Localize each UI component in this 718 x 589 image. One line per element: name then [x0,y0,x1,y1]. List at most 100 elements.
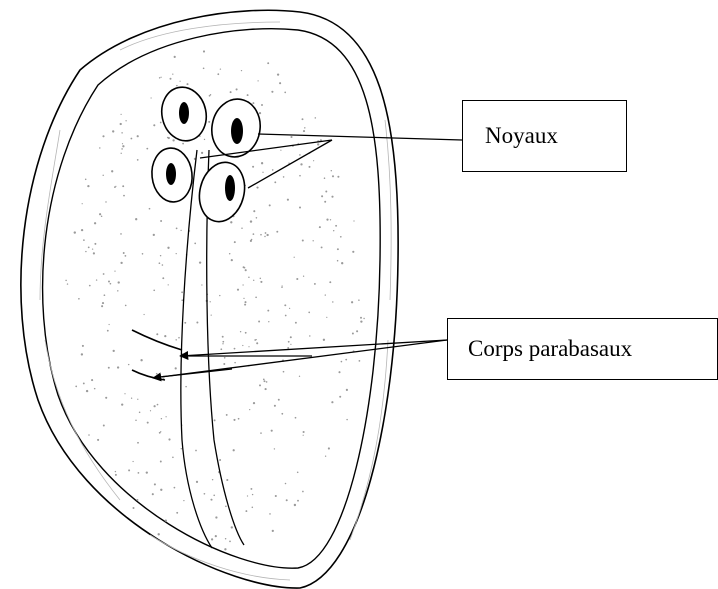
stipple-dot [352,251,354,253]
stipple-dot [172,457,174,459]
stipple-dot [260,281,262,283]
parabasal-body [132,330,182,350]
stipple-dot [125,255,127,257]
stipple-dot [360,317,362,319]
stipple-dot [181,299,183,301]
stipple-dot [184,322,186,324]
stipple-dot [162,264,164,266]
stipple-dot [122,145,124,147]
stipple-dot [231,259,233,261]
stipple-dot [244,301,246,303]
stipple-dot [279,82,281,84]
stipple-dot [136,499,138,501]
stipple-dot [337,176,339,178]
stipple-dot [92,248,93,249]
stipple-dot [285,483,287,485]
stipple-dot [208,121,210,123]
stipple-dot [276,231,278,233]
stipple-dot [341,262,343,264]
stipple-dot [283,176,285,178]
stipple-dot [128,469,130,471]
stipple-dot [183,500,184,501]
stipple-dot [154,483,156,485]
stipple-dot [94,388,96,390]
stipple-dot [107,330,109,332]
nuclei-cluster [149,83,264,226]
stipple-dot [234,362,236,364]
stipple-dot [82,203,83,204]
stipple-dot [203,50,205,52]
stipple-dot [244,304,246,306]
stipple-dot [233,419,235,421]
stipple-dot [226,414,228,416]
stipple-dot [122,143,123,144]
stipple-dot [153,124,155,126]
stipple-dot [267,310,269,312]
stipple-dot [172,139,174,141]
stipple-dot [245,269,247,271]
stipple-dot [272,530,274,532]
stipple-dot [352,333,354,335]
stipple-dot [230,221,232,223]
stipple-dot [234,241,236,243]
stipple-dot [135,218,137,220]
stipple-dot [290,136,292,138]
stipple-dot [272,169,274,171]
label-nuclei: Noyaux [462,100,627,172]
stipple-dot [117,290,118,291]
stipple-dot [124,393,125,394]
stipple-dot [289,308,290,309]
stipple-dot [132,461,133,462]
stipple-dot [170,78,172,80]
stipple-dot [138,472,140,474]
stipple-dot [283,371,285,373]
stipple-dot [330,219,331,220]
stipple-dot [250,220,252,222]
stipple-dot [102,135,104,137]
stipple-dot [137,399,138,400]
stipple-dot [74,231,76,233]
stipple-dot [237,289,239,291]
stipple-dot [120,233,122,235]
stipple-dot [65,280,67,282]
stipple-dot [102,175,103,176]
stipple-dot [226,479,228,481]
stipple-dot [147,422,149,424]
stipple-dot [211,315,212,316]
stipple-dot [210,499,212,501]
stipple-dot [81,353,83,355]
stipple-dot [331,196,333,198]
stipple-dot [103,425,105,427]
stipple-dot [265,232,267,234]
stipple-dot [224,548,226,550]
stipple-dot [345,359,347,361]
stipple-dot [220,348,222,350]
stipple-dot [96,279,97,280]
stipple-dot [321,195,323,197]
stipple-dot [252,507,254,509]
stipple-dot [295,322,297,324]
stipple-dot [102,302,104,304]
stipple-dot [252,166,254,168]
stipple-dot [326,219,328,221]
stipple-dot [259,112,261,114]
stipple-dot [123,195,125,197]
stipple-dot [277,73,279,75]
stipple-dot [195,450,197,452]
stipple-dot [325,456,326,457]
stipple-dot [302,239,304,241]
stipple-dot [261,162,263,164]
stipple-dot [153,234,155,236]
stipple-dot [88,246,90,248]
stipple-dot [254,339,256,341]
stipple-dot [97,439,99,441]
stipple-dot [94,222,96,224]
stipple-dot [156,373,158,375]
stipple-dot [140,359,142,361]
stipple-dot [341,361,343,363]
stipple-dot [83,382,85,384]
stipple-dot [280,150,281,151]
stipple-dot [309,335,310,336]
stipple-dot [353,220,354,221]
